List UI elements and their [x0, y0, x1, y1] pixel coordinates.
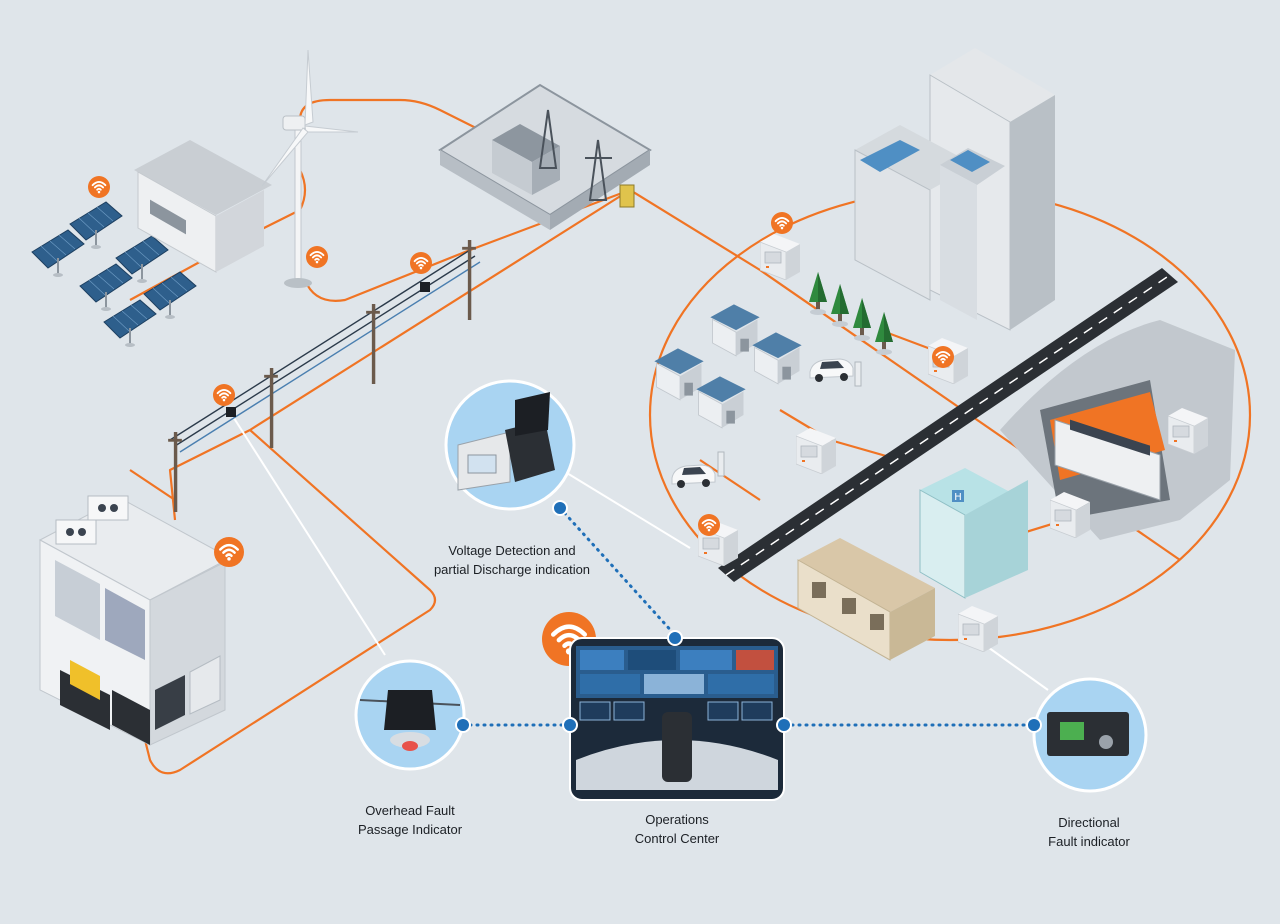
overhead-line: [168, 240, 481, 512]
ev-car: [809, 358, 854, 383]
house: [653, 347, 705, 401]
overhead-fault-callout: [354, 659, 471, 771]
solar-panel-icon: [79, 263, 133, 312]
utility-pole: [264, 368, 278, 448]
house: [695, 375, 747, 429]
hospital-icon: H: [919, 468, 1028, 599]
ev-charger-icon: [717, 451, 725, 477]
factory-icon: [797, 538, 935, 661]
fault-indicator-icon: [958, 606, 998, 652]
wifi-icon: [88, 176, 110, 198]
city-zone: H: [653, 48, 1235, 661]
substation-icon: [438, 83, 652, 230]
fault-indicator-icon: [226, 407, 236, 417]
overhead-fault-label: Overhead Fault Passage Indicator: [357, 803, 463, 837]
switchgear-building: [38, 495, 232, 746]
train-icon: [1054, 419, 1161, 501]
voltage-detection-label: Voltage Detection and partial Discharge …: [433, 543, 591, 577]
operations-label: Operations Control Center: [634, 812, 720, 846]
inverter-building: [134, 140, 272, 273]
ev-car: [671, 464, 716, 489]
building-icon: [854, 48, 1055, 331]
wifi-icon: [214, 537, 244, 567]
wifi-icon: [410, 252, 432, 274]
voltage-detection-callout: [444, 379, 576, 516]
fault-indicator-icon: [796, 428, 836, 474]
directional-fault-label: Directional Fault indicator: [1048, 815, 1130, 849]
tree: [809, 272, 827, 315]
tree: [875, 312, 893, 355]
callout-leaders: [231, 414, 1049, 691]
solar-panel-icon: [31, 229, 85, 278]
ev-charger-icon: [854, 361, 862, 387]
control-center-photo: [562, 630, 792, 801]
tree: [853, 298, 871, 341]
wifi-icon: [213, 384, 235, 406]
fault-indicator-icon: [420, 282, 430, 292]
wifi-icon: [932, 346, 954, 368]
wind-turbine-icon: [261, 49, 359, 288]
house: [751, 331, 803, 385]
house: [709, 303, 761, 357]
directional-fault-callout: [1026, 677, 1148, 793]
comm-links: [468, 506, 1032, 727]
utility-pole: [366, 304, 380, 384]
wifi-icon: [306, 246, 328, 268]
wifi-icon: [771, 212, 793, 234]
solar-panel-icon: [103, 299, 157, 348]
wifi-icon: [698, 514, 720, 536]
svg-text:H: H: [954, 492, 962, 503]
